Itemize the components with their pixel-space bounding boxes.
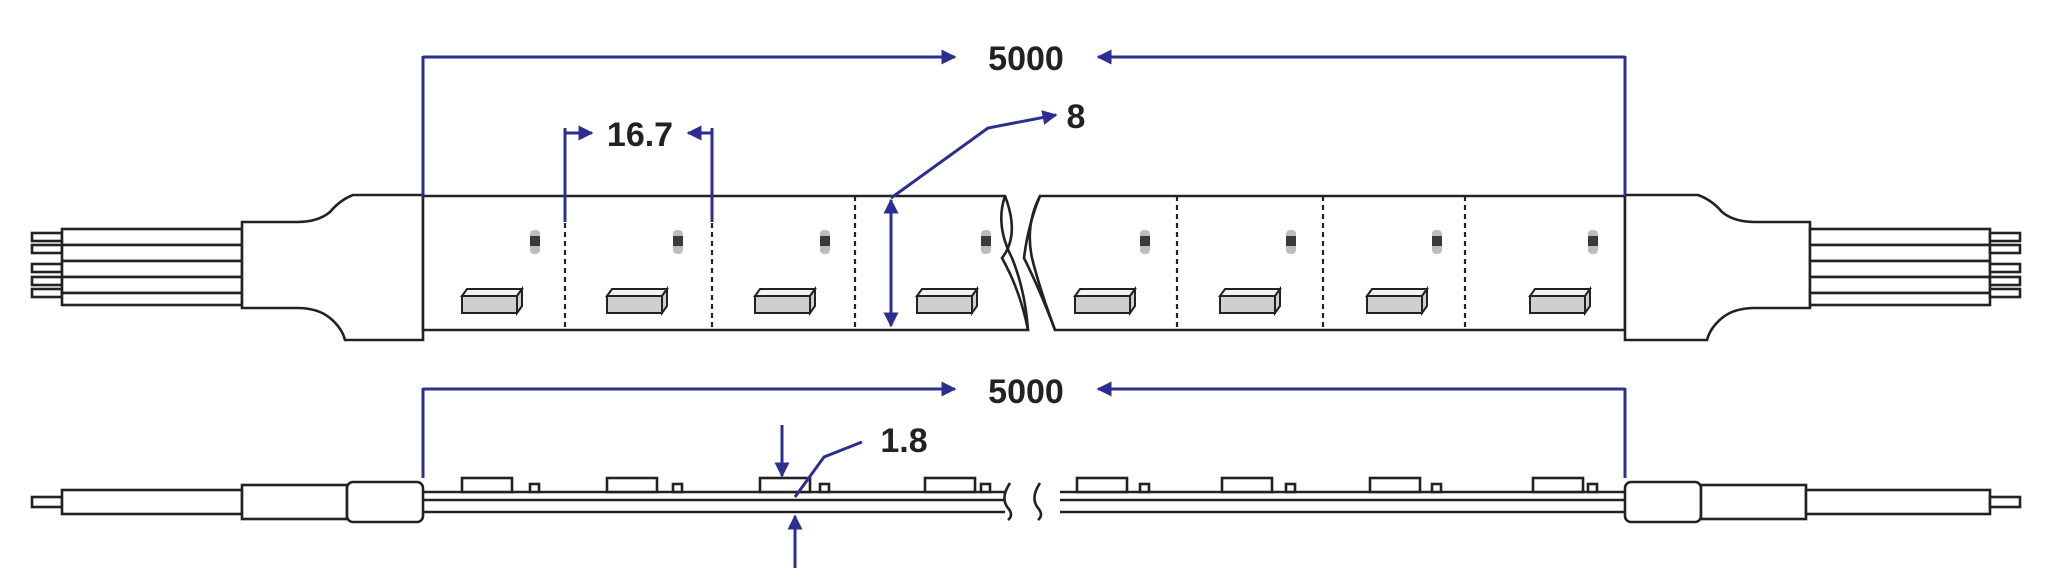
right-wire-tip [1988, 495, 2022, 509]
strip-body-left [421, 194, 1030, 332]
dimension-width: 8 [883, 98, 1086, 328]
resistor [1588, 230, 1598, 254]
dimension-thickness: 1.8 [774, 422, 928, 568]
led-chip [605, 285, 669, 317]
led-chip [915, 285, 979, 317]
left-wire-tip [30, 495, 64, 509]
dimension-length-top: 5000 [421, 40, 1627, 196]
left-connector-body [345, 480, 425, 524]
dimension-pitch: 16.7 [563, 116, 714, 222]
right-connector-sleeve [1699, 483, 1808, 521]
left-connector-sleeve [240, 483, 349, 521]
right-end-cap [1623, 193, 1812, 342]
break-line [1000, 195, 1030, 331]
resistor [1432, 230, 1442, 254]
right-wire [1804, 488, 1992, 516]
side-chips [460, 476, 1599, 494]
length-top-label: 5000 [988, 40, 1064, 78]
top-view: 5000 16.7 8 [30, 40, 2022, 342]
thickness-label: 1.8 [880, 422, 927, 460]
resistor [1286, 230, 1296, 254]
led-chip [1528, 285, 1592, 317]
resistor [1140, 230, 1150, 254]
left-end-cap [240, 193, 425, 342]
left-wires [30, 227, 244, 307]
right-wires [1808, 227, 2022, 307]
width-label: 8 [1067, 98, 1086, 136]
left-wire [60, 488, 244, 516]
led-chips [460, 285, 1592, 317]
pitch-label: 16.7 [607, 116, 673, 154]
led-chip [753, 285, 817, 317]
resistor [530, 230, 540, 254]
length-side-label: 5000 [988, 373, 1064, 411]
led-chip [460, 285, 524, 317]
resistors [530, 230, 1598, 254]
break-line [1028, 195, 1057, 331]
right-connector-body [1623, 480, 1703, 524]
side-view: 5000 1.8 [30, 373, 2022, 568]
led-chip [1365, 285, 1429, 317]
led-chip [1218, 285, 1282, 317]
led-chip [1073, 285, 1137, 317]
resistor [673, 230, 683, 254]
dimension-length-side: 5000 [421, 373, 1627, 478]
resistor [981, 230, 991, 254]
resistor [820, 230, 830, 254]
